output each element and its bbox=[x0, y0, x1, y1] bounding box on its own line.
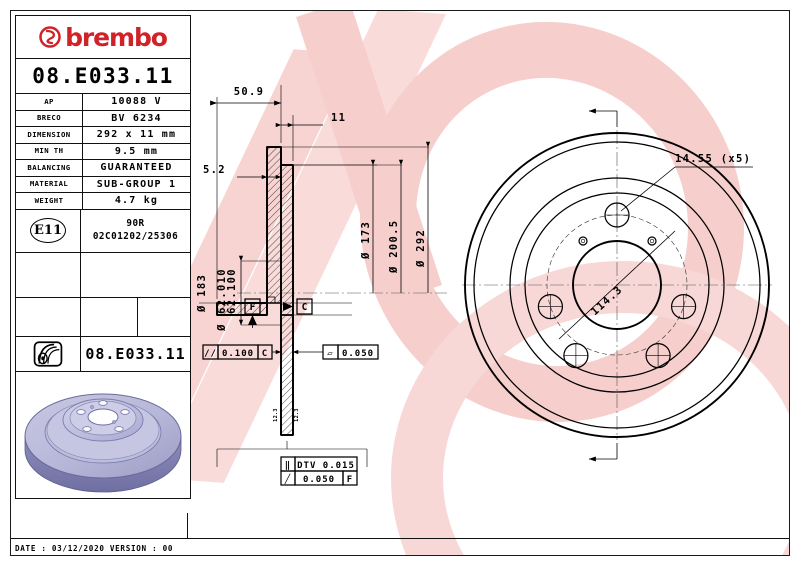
spec-value-breco: BV 6234 bbox=[111, 112, 162, 124]
disc-icon-part-number: 08.E033.11 bbox=[85, 344, 186, 363]
tol-value-parallelism: 0.100 bbox=[222, 349, 254, 359]
face-view: 14.55 (x5) 114.3 bbox=[462, 108, 772, 462]
tol-ref-runout: F bbox=[347, 475, 353, 485]
product-photo-row bbox=[16, 371, 190, 498]
spec-key-min-th: MIN TH bbox=[16, 143, 83, 159]
blank-row-2 bbox=[16, 297, 190, 337]
tol-symbol-flatness: ▱ bbox=[327, 349, 333, 359]
tolerance-frame-flatness: ▱ 0.050 bbox=[292, 344, 379, 360]
tol-symbol-runout: ╱ bbox=[284, 473, 291, 485]
spec-row-ap: AP 10088 V bbox=[16, 94, 190, 111]
part-number-value: 08.E033.11 bbox=[32, 64, 174, 88]
tol-symbol-parallelism: // bbox=[204, 349, 217, 359]
brake-disc-icon bbox=[33, 340, 63, 367]
blank-cell-2c bbox=[138, 298, 190, 336]
tolerance-frame-dtv: ‖ DTV 0.015 bbox=[280, 456, 358, 472]
drawing-frame: brembo 08.E033.11 AP 10088 V BRECO BV 62… bbox=[10, 10, 790, 556]
homologation-line2: 02C01202/25306 bbox=[92, 230, 179, 242]
brand-logo-row: brembo bbox=[16, 16, 190, 59]
spec-row-dimension: DIMENSION 292 x 11 mm bbox=[16, 127, 190, 144]
micro-label-right: 12.3 bbox=[294, 408, 300, 422]
footer-divider-vertical bbox=[187, 513, 188, 539]
tol-value-dtv: DTV 0.015 bbox=[297, 461, 355, 471]
micro-label-left: 12.3 bbox=[273, 408, 279, 422]
spec-row-breco: BRECO BV 6234 bbox=[16, 110, 190, 127]
spec-key-breco: BRECO bbox=[16, 110, 83, 126]
footer-date: DATE : 03/12/2020 VERSION : 00 bbox=[15, 544, 174, 553]
homologation-line1: 90R bbox=[126, 217, 145, 229]
spec-value-weight: 4.7 kg bbox=[114, 195, 159, 206]
blank-cell-1b bbox=[81, 253, 190, 297]
spec-value-dimension: 292 x 11 mm bbox=[96, 129, 177, 140]
dimension-dia-183: Ø 183 bbox=[196, 274, 208, 313]
spec-row-min-th: MIN TH 9.5 mm bbox=[16, 143, 190, 160]
spec-row-balancing: BALANCING GUARANTEED bbox=[16, 160, 190, 177]
tolerance-frame-runout: ╱ 0.050 F bbox=[280, 470, 358, 486]
blank-cell-1a bbox=[16, 252, 81, 297]
spec-row-weight: WEIGHT 4.7 kg bbox=[16, 193, 190, 210]
e-mark-icon: E11 bbox=[30, 218, 66, 243]
blank-row-1 bbox=[16, 252, 190, 298]
spec-key-material: MATERIAL bbox=[16, 176, 83, 192]
dimension-bore-lower: 62.010 bbox=[216, 268, 228, 314]
dimension-bolt-circle-dia: 114.3 bbox=[589, 284, 625, 318]
disc-icon-row: 08.E033.11 bbox=[16, 336, 190, 372]
dimension-11: 11 bbox=[331, 112, 346, 124]
brand-logo-text: brembo bbox=[65, 22, 168, 52]
disc-icon-cell bbox=[16, 336, 81, 371]
spec-row-material: MATERIAL SUB-GROUP 1 bbox=[16, 176, 190, 193]
part-number-header: 08.E033.11 bbox=[16, 59, 190, 94]
section-arrow-bottom bbox=[588, 443, 618, 462]
dimension-dia-200-5: Ø 200.5 bbox=[388, 220, 400, 274]
blank-cell-2a bbox=[16, 297, 81, 336]
spec-value-ap: 10088 V bbox=[111, 96, 162, 107]
section-arrow-top bbox=[588, 108, 618, 127]
spec-value-balancing: GUARANTEED bbox=[100, 162, 173, 173]
brake-disc-photo bbox=[24, 393, 182, 492]
spec-key-dimension: DIMENSION bbox=[16, 127, 83, 143]
tol-ref-parallelism: C bbox=[262, 349, 268, 359]
datum-f-label: F bbox=[250, 302, 256, 313]
tolerance-frame-parallelism: // 0.100 C bbox=[202, 344, 282, 360]
dimension-5-2: 5.2 bbox=[203, 164, 226, 176]
dimension-dia-292: Ø 292 bbox=[415, 229, 427, 268]
homologation-mark-cell: E11 bbox=[16, 209, 81, 252]
specification-table: brembo 08.E033.11 AP 10088 V BRECO BV 62… bbox=[15, 15, 191, 499]
dimension-dia-173: Ø 173 bbox=[360, 221, 372, 260]
spec-value-min-th: 9.5 mm bbox=[114, 145, 159, 157]
blank-cell-2b bbox=[81, 297, 138, 336]
spec-value-material: SUB-GROUP 1 bbox=[96, 178, 177, 190]
technical-drawing-area: 50.9 11 5.2 bbox=[196, 15, 787, 543]
homologation-row: E11 90R 02C01202/25306 bbox=[16, 209, 190, 253]
tol-symbol-dtv: ‖ bbox=[285, 461, 291, 471]
tol-value-runout: 0.050 bbox=[303, 475, 335, 485]
spec-key-weight: WEIGHT bbox=[16, 193, 83, 209]
disc-icon-part-number-cell: 08.E033.11 bbox=[81, 337, 190, 371]
spec-key-balancing: BALANCING bbox=[16, 160, 83, 176]
spec-key-ap: AP bbox=[16, 94, 83, 110]
datum-c-label: C bbox=[302, 302, 308, 313]
dimension-50-9: 50.9 bbox=[234, 86, 265, 98]
dimension-bore-dia-symbol: Ø bbox=[216, 323, 228, 332]
dimension-bolt-hole-dia: 14.55 (x5) bbox=[675, 153, 751, 165]
tol-value-flatness: 0.050 bbox=[342, 349, 374, 359]
homologation-code-cell: 90R 02C01202/25306 bbox=[81, 210, 190, 252]
brembo-logo-icon bbox=[39, 26, 61, 48]
